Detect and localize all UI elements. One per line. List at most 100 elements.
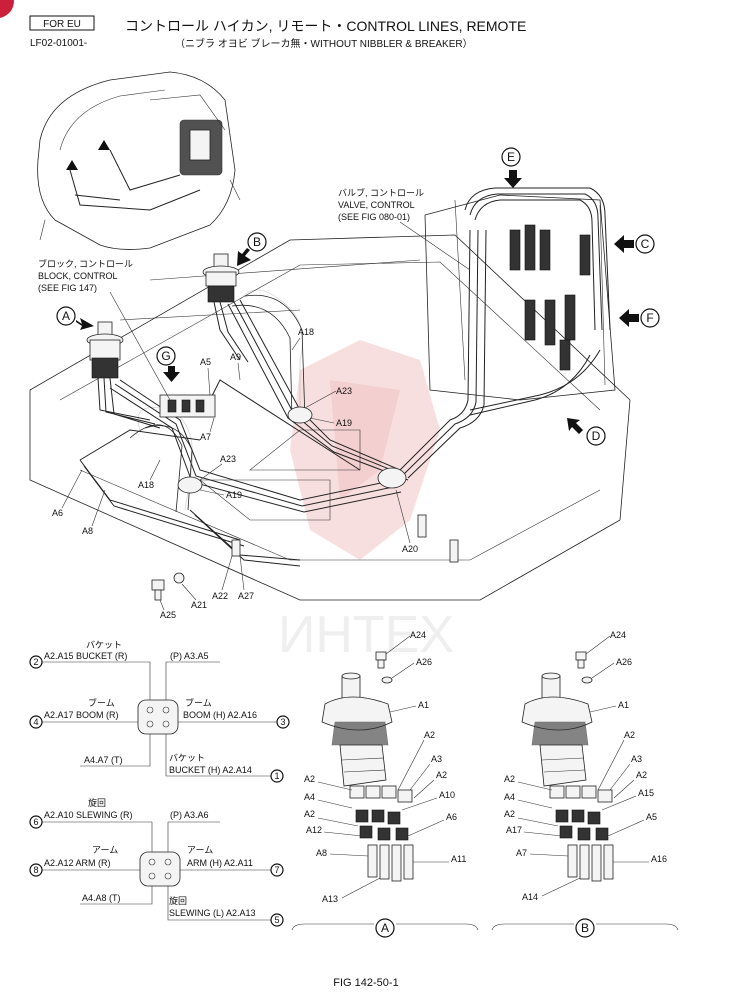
b-label-a4: A4 [504, 792, 515, 802]
label-a20: A20 [402, 544, 418, 554]
a-label-a13: A13 [322, 894, 338, 904]
port-4-jp: ブーム [88, 697, 115, 708]
view-letter-d: D [592, 429, 601, 443]
port-number-6: 6 [33, 817, 38, 827]
port-5-label: SLEWING (L) A2.A13 [169, 908, 256, 918]
label-a5: A5 [200, 357, 211, 367]
port-p-bottom-label: (P) A3.A6 [170, 810, 209, 820]
view-callouts: E C F D B A G [56, 147, 660, 446]
b-label-a2-4: A2 [504, 809, 515, 819]
port-7-label: ARM (H) A2.A11 [187, 858, 253, 868]
port-number-4: 4 [33, 717, 38, 727]
page-subtitle: （ニブラ オヨビ ブレーカ無・WITHOUT NIBBLER & BREAKER… [175, 37, 473, 50]
eu-badge [29, 15, 95, 31]
a-label-a26: A26 [416, 657, 432, 667]
port-t-bottom-label: A4.A8 (T) [82, 893, 121, 903]
b-label-a7: A7 [516, 848, 527, 858]
port-3-label: BOOM (H) A2.A16 [183, 710, 257, 720]
a-label-a2-2: A2 [436, 770, 447, 780]
a-label-a12: A12 [306, 825, 322, 835]
b-label-a2-1: A2 [624, 730, 635, 740]
port-1-label: BUCKET (H) A2.A14 [169, 765, 252, 775]
b-label-a24: A24 [610, 630, 626, 640]
control-block [159, 394, 216, 418]
port-number-7: 7 [274, 865, 279, 875]
label-a9: A9 [230, 352, 241, 362]
brackets [231, 514, 459, 563]
block-label-ref: (SEE FIG 147) [38, 283, 97, 293]
eu-badge-text: FOR EU [43, 19, 81, 30]
label-a25: A25 [160, 610, 176, 620]
joystick-b [202, 253, 249, 363]
corner-mark [0, 0, 14, 18]
watermark: ИНТЕХ [278, 340, 454, 664]
bolt-a25 [151, 572, 185, 601]
machine-inset [37, 71, 241, 250]
port-t-top-label: A4.A7 (T) [84, 755, 123, 765]
joystick-a [86, 321, 161, 429]
b-label-a16: A16 [651, 854, 667, 864]
label-a18-upper: A18 [298, 327, 314, 337]
detail-b-marker: B [581, 921, 589, 935]
label-a23-upper: A23 [336, 386, 352, 396]
port-2-jp: バケット [86, 640, 122, 650]
a-label-a1: A1 [418, 700, 429, 710]
a-label-a3: A3 [431, 754, 442, 764]
port-5-jp: 旋回 [169, 895, 187, 906]
view-letter-e: E [507, 150, 515, 164]
b-label-a3: A3 [631, 754, 642, 764]
fitting-cluster-b [549, 785, 614, 882]
label-a6: A6 [52, 508, 63, 518]
port-1-jp: バケット [169, 753, 205, 763]
view-letter-b: B [253, 235, 261, 249]
b-label-a1: A1 [618, 700, 629, 710]
label-a18-lower: A18 [138, 480, 154, 490]
b-label-a14: A14 [522, 892, 538, 902]
detail-a-marker: A [381, 921, 389, 935]
valve-callout: バルブ, コントロール VALVE, CONTROL (SEE FIG 080-… [338, 187, 471, 271]
label-a7: A7 [200, 432, 211, 442]
a-label-a24: A24 [410, 630, 426, 640]
a-label-a10: A10 [439, 790, 455, 800]
figure-number: FIG 142-50-1 [333, 977, 398, 989]
port-6-label: A2.A10 SLEWING (R) [44, 810, 133, 820]
main-part-labels: A5 A9 A18 A23 A19 A7 A23 A18 A19 A6 A8 A… [52, 327, 418, 620]
label-a22: A22 [212, 591, 228, 601]
b-label-a17: A17 [506, 825, 522, 835]
detail-view-a: A24 A26 A1 A2 A3 A2 A2 A4 A10 A2 A12 A6 … [291, 630, 479, 938]
b-label-a26: A26 [616, 657, 632, 667]
a-label-a8: A8 [316, 848, 327, 858]
watermark-text: ИНТЕХ [278, 606, 454, 664]
schematic-top: 2 4 3 1 バケット A2.A15 BUCKET (R) (P) A3.A5… [29, 640, 290, 783]
b-label-a15: A15 [638, 788, 654, 798]
port-8-label: A2.A12 ARM (R) [44, 858, 111, 868]
b-label-a2-2: A2 [636, 770, 647, 780]
port-number-1: 1 [274, 771, 279, 781]
label-a21: A21 [191, 600, 207, 610]
valve-label-jp: バルブ, コントロール [338, 187, 424, 198]
label-a27: A27 [238, 591, 254, 601]
valve-label-en: VALVE, CONTROL [338, 200, 415, 210]
valve-label-ref: (SEE FIG 080-01) [338, 212, 410, 222]
port-3-jp: ブーム [185, 697, 212, 708]
label-a19-lower: A19 [226, 490, 242, 500]
port-number-5: 5 [274, 915, 279, 925]
block-label-en: BLOCK, CONTROL [38, 271, 118, 281]
detail-view-b: A24 A26 A1 A2 A3 A2 A2 A4 A15 A2 A17 A5 … [491, 630, 679, 938]
page-title: コントロール ハイカン, リモート・CONTROL LINES, REMOTE [125, 18, 526, 34]
port-p-top-label: (P) A3.A5 [170, 651, 209, 661]
fitting-cluster-a [349, 785, 414, 882]
schematic-bottom: 6 8 7 5 旋回 A2.A10 SLEWING (R) (P) A3.A6 … [29, 797, 284, 927]
header: FOR EU LF02-01001- コントロール ハイカン, リモート・CON… [29, 15, 526, 50]
port-number-3: 3 [280, 717, 285, 727]
view-letter-f: F [646, 311, 653, 325]
port-number-2: 2 [33, 657, 38, 667]
a-label-a2-4: A2 [304, 809, 315, 819]
block-callout: ブロック, コントロール BLOCK, CONTROL (SEE FIG 147… [38, 258, 171, 401]
a-label-a4: A4 [304, 792, 315, 802]
b-label-a2-3: A2 [504, 774, 515, 784]
a-label-a6: A6 [446, 812, 457, 822]
port-7-jp: アーム [187, 845, 213, 855]
label-a8: A8 [82, 526, 93, 536]
b-label-a5: A5 [646, 812, 657, 822]
